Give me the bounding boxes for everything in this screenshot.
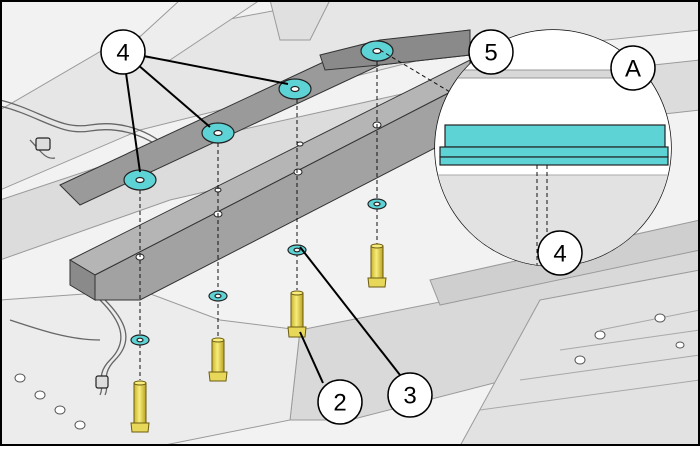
lower-washers bbox=[130, 198, 387, 346]
washer-icon bbox=[201, 122, 235, 144]
callout-4-detail bbox=[537, 230, 583, 276]
bolts bbox=[130, 243, 387, 433]
detail-washer-upper bbox=[439, 146, 669, 158]
washer-icon bbox=[123, 169, 157, 191]
callout-3 bbox=[387, 372, 433, 418]
callout-label-3: 3 bbox=[403, 383, 416, 410]
bolt-icon bbox=[287, 290, 307, 338]
bolt-icon bbox=[130, 380, 150, 433]
callout-label-A: A bbox=[625, 56, 641, 83]
detail-washer-lower bbox=[439, 156, 669, 166]
detail-spacer-strip bbox=[444, 124, 666, 148]
callout-4-top bbox=[100, 29, 146, 75]
callout-label-5: 5 bbox=[484, 40, 497, 67]
washer-icon bbox=[130, 334, 150, 346]
top-washers bbox=[123, 40, 394, 191]
alignment-lines bbox=[139, 49, 451, 380]
frame-holes bbox=[14, 313, 685, 430]
bolt-icon bbox=[208, 337, 228, 382]
washer-icon bbox=[360, 40, 394, 62]
callout-5 bbox=[468, 29, 514, 75]
callout-A bbox=[610, 45, 656, 91]
callout-label-2: 2 bbox=[333, 390, 346, 417]
callout-2 bbox=[317, 379, 363, 425]
washer-icon bbox=[208, 290, 228, 302]
callout-label-4-detail: 4 bbox=[553, 241, 566, 268]
clip-fittings bbox=[35, 137, 109, 389]
callouts bbox=[100, 29, 656, 425]
washer-icon bbox=[367, 198, 387, 210]
washer-icon bbox=[278, 78, 312, 100]
callout-label-4: 4 bbox=[116, 40, 129, 67]
callout-labels: 4 5 A 4 2 3 bbox=[116, 40, 641, 417]
bolt-icon bbox=[367, 243, 387, 288]
